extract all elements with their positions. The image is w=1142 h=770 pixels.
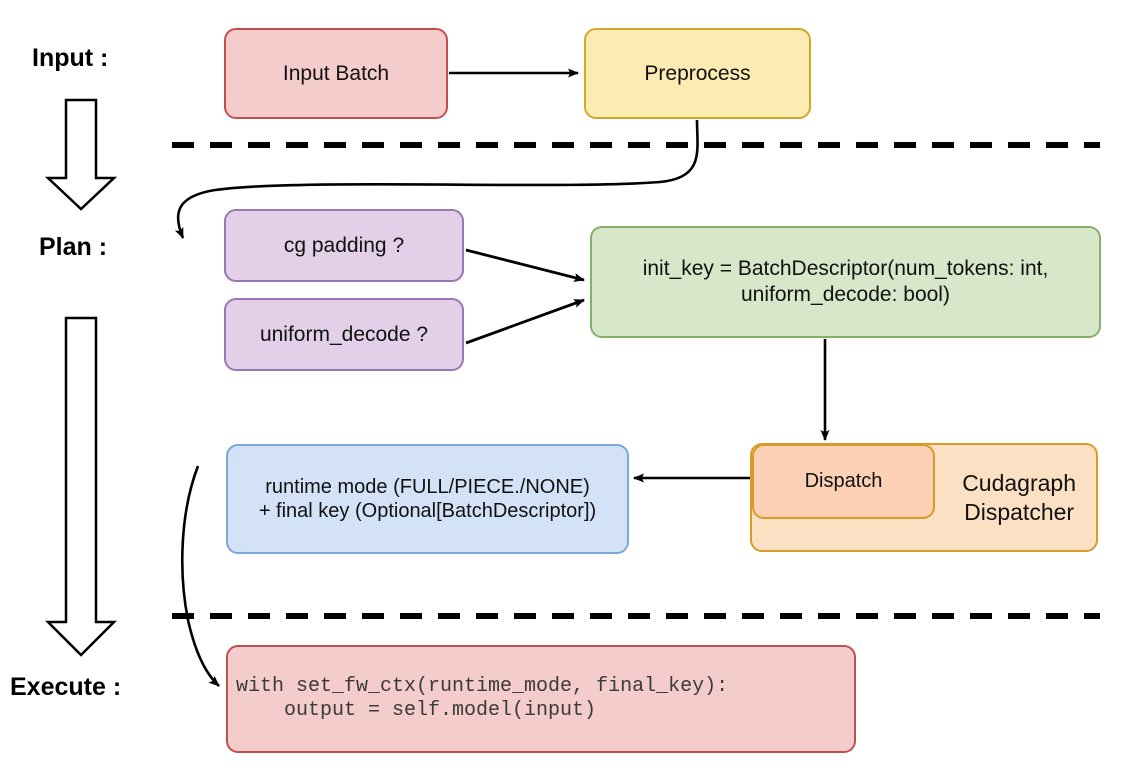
node-dispatch-label: Dispatch [804, 470, 883, 493]
block-arrow-plan-to-execute [44, 316, 118, 657]
block-arrow-input-to-plan [44, 98, 118, 211]
node-preprocess[interactable]: Preprocess [584, 28, 811, 119]
node-dispatch[interactable]: Dispatch [752, 444, 935, 519]
node-uniform-decode-label: uniform_decode ? [259, 322, 429, 346]
stage-label-plan: Plan : [39, 233, 108, 261]
node-cg-padding-label: cg padding ? [283, 233, 405, 257]
node-init-key[interactable]: init_key = BatchDescriptor(num_tokens: i… [590, 226, 1101, 338]
node-runtime-mode-label: runtime mode (FULL/PIECE./NONE) + final … [258, 475, 597, 522]
node-runtime-mode[interactable]: runtime mode (FULL/PIECE./NONE) + final … [226, 444, 629, 554]
node-input-batch[interactable]: Input Batch [224, 28, 448, 119]
stage-label-input: Input : [32, 44, 109, 72]
stage-label-execute: Execute : [10, 673, 122, 701]
node-preprocess-label: Preprocess [644, 61, 751, 85]
node-execute-code-label: with set_fw_ctx(runtime_mode, final_key)… [236, 674, 729, 722]
arrow-cg-padding-to-init-key [465, 248, 585, 282]
arrow-runtime-mode-to-code [180, 465, 220, 687]
node-execute-code[interactable]: with set_fw_ctx(runtime_mode, final_key)… [226, 645, 856, 753]
node-input-batch-label: Input Batch [282, 61, 390, 85]
node-init-key-label: init_key = BatchDescriptor(num_tokens: i… [642, 257, 1049, 306]
node-cudagraph-dispatcher-label: Cudagraph Dispatcher [962, 470, 1076, 525]
node-cg-padding[interactable]: cg padding ? [224, 209, 464, 282]
node-uniform-decode[interactable]: uniform_decode ? [224, 298, 464, 371]
arrow-uniform-decode-to-init-key [465, 298, 585, 345]
